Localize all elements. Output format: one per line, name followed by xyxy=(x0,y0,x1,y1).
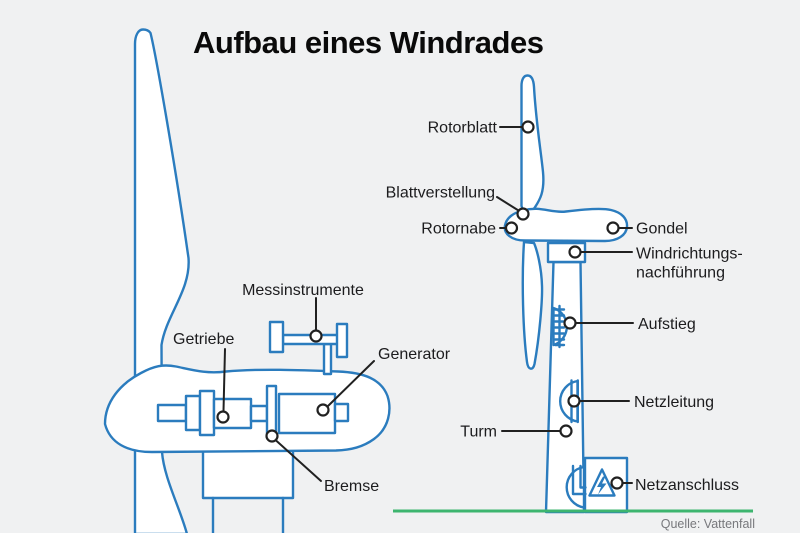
label-generator: Generator xyxy=(378,346,451,363)
point-marker-netzanschluss xyxy=(610,476,624,490)
brake-disc xyxy=(265,384,278,438)
tower-stub xyxy=(211,496,285,533)
point-marker-windrichtung xyxy=(568,245,582,259)
turbine-side-view: Rotorblatt Blattverstellung Rotornabe Go… xyxy=(386,74,743,514)
mast-plate-right xyxy=(335,322,349,359)
rotor-blade-lower xyxy=(521,240,544,370)
nacelle-closeup: Messinstrumente Getriebe Generator Brems… xyxy=(103,28,451,533)
mast-stem xyxy=(322,342,333,376)
shaft-flange-2 xyxy=(198,389,216,437)
leader-line-getriebe xyxy=(222,348,226,412)
label-rotorblatt: Rotorblatt xyxy=(428,120,498,137)
label-netzanschluss: Netzanschluss xyxy=(635,477,739,494)
nacelle-pedestal xyxy=(201,444,295,500)
point-marker-messinstrumente xyxy=(309,329,323,343)
point-marker-aufstieg xyxy=(563,316,577,330)
nacelle-capsule xyxy=(503,207,629,243)
leader-line-generator xyxy=(326,360,375,408)
ladder-detail xyxy=(552,304,569,349)
label-messinstrumente: Messinstrumente xyxy=(242,282,364,299)
main-shaft xyxy=(156,403,188,423)
rotor-blade-upper xyxy=(520,74,545,213)
leader-line-bremse xyxy=(274,439,322,482)
point-marker-blattverstellung xyxy=(516,207,530,221)
page-title: Aufbau eines Windrades xyxy=(193,25,543,60)
point-marker-rotorblatt xyxy=(521,120,535,134)
label-windrichtung-line2: nachführung xyxy=(636,265,725,282)
point-marker-rotornabe xyxy=(504,221,519,235)
rotor-blade-large xyxy=(133,28,190,533)
drivetrain xyxy=(156,384,350,438)
ladder-icon xyxy=(553,304,566,349)
leader-line-blattverstellung xyxy=(496,196,520,212)
label-turm: Turm xyxy=(460,424,497,441)
label-getriebe: Getriebe xyxy=(173,331,234,348)
source-credit: Quelle: Vattenfall xyxy=(661,517,755,531)
point-marker-getriebe xyxy=(216,410,230,424)
label-rotornabe: Rotornabe xyxy=(421,221,496,238)
label-gondel: Gondel xyxy=(636,221,688,238)
generator-stub xyxy=(333,402,350,423)
cable-elbow-icon xyxy=(571,464,587,496)
point-marker-generator xyxy=(316,403,330,417)
anemometer-mast xyxy=(268,320,349,376)
label-bremse: Bremse xyxy=(324,478,379,495)
label-netzleitung: Netzleitung xyxy=(634,394,714,411)
shaft-flange-1 xyxy=(184,394,202,432)
point-marker-bremse xyxy=(265,429,279,443)
mast-plate-left xyxy=(268,320,285,354)
point-marker-netzleitung xyxy=(567,394,581,408)
lightning-bolt-icon xyxy=(597,476,607,495)
label-windrichtung-line1: Windrichtungs- xyxy=(636,246,743,263)
label-blattverstellung: Blattverstellung xyxy=(386,185,495,202)
point-marker-turm xyxy=(559,424,573,438)
point-marker-gondel xyxy=(606,221,620,235)
label-aufstieg: Aufstieg xyxy=(638,316,696,333)
coupling-shaft xyxy=(249,404,269,423)
